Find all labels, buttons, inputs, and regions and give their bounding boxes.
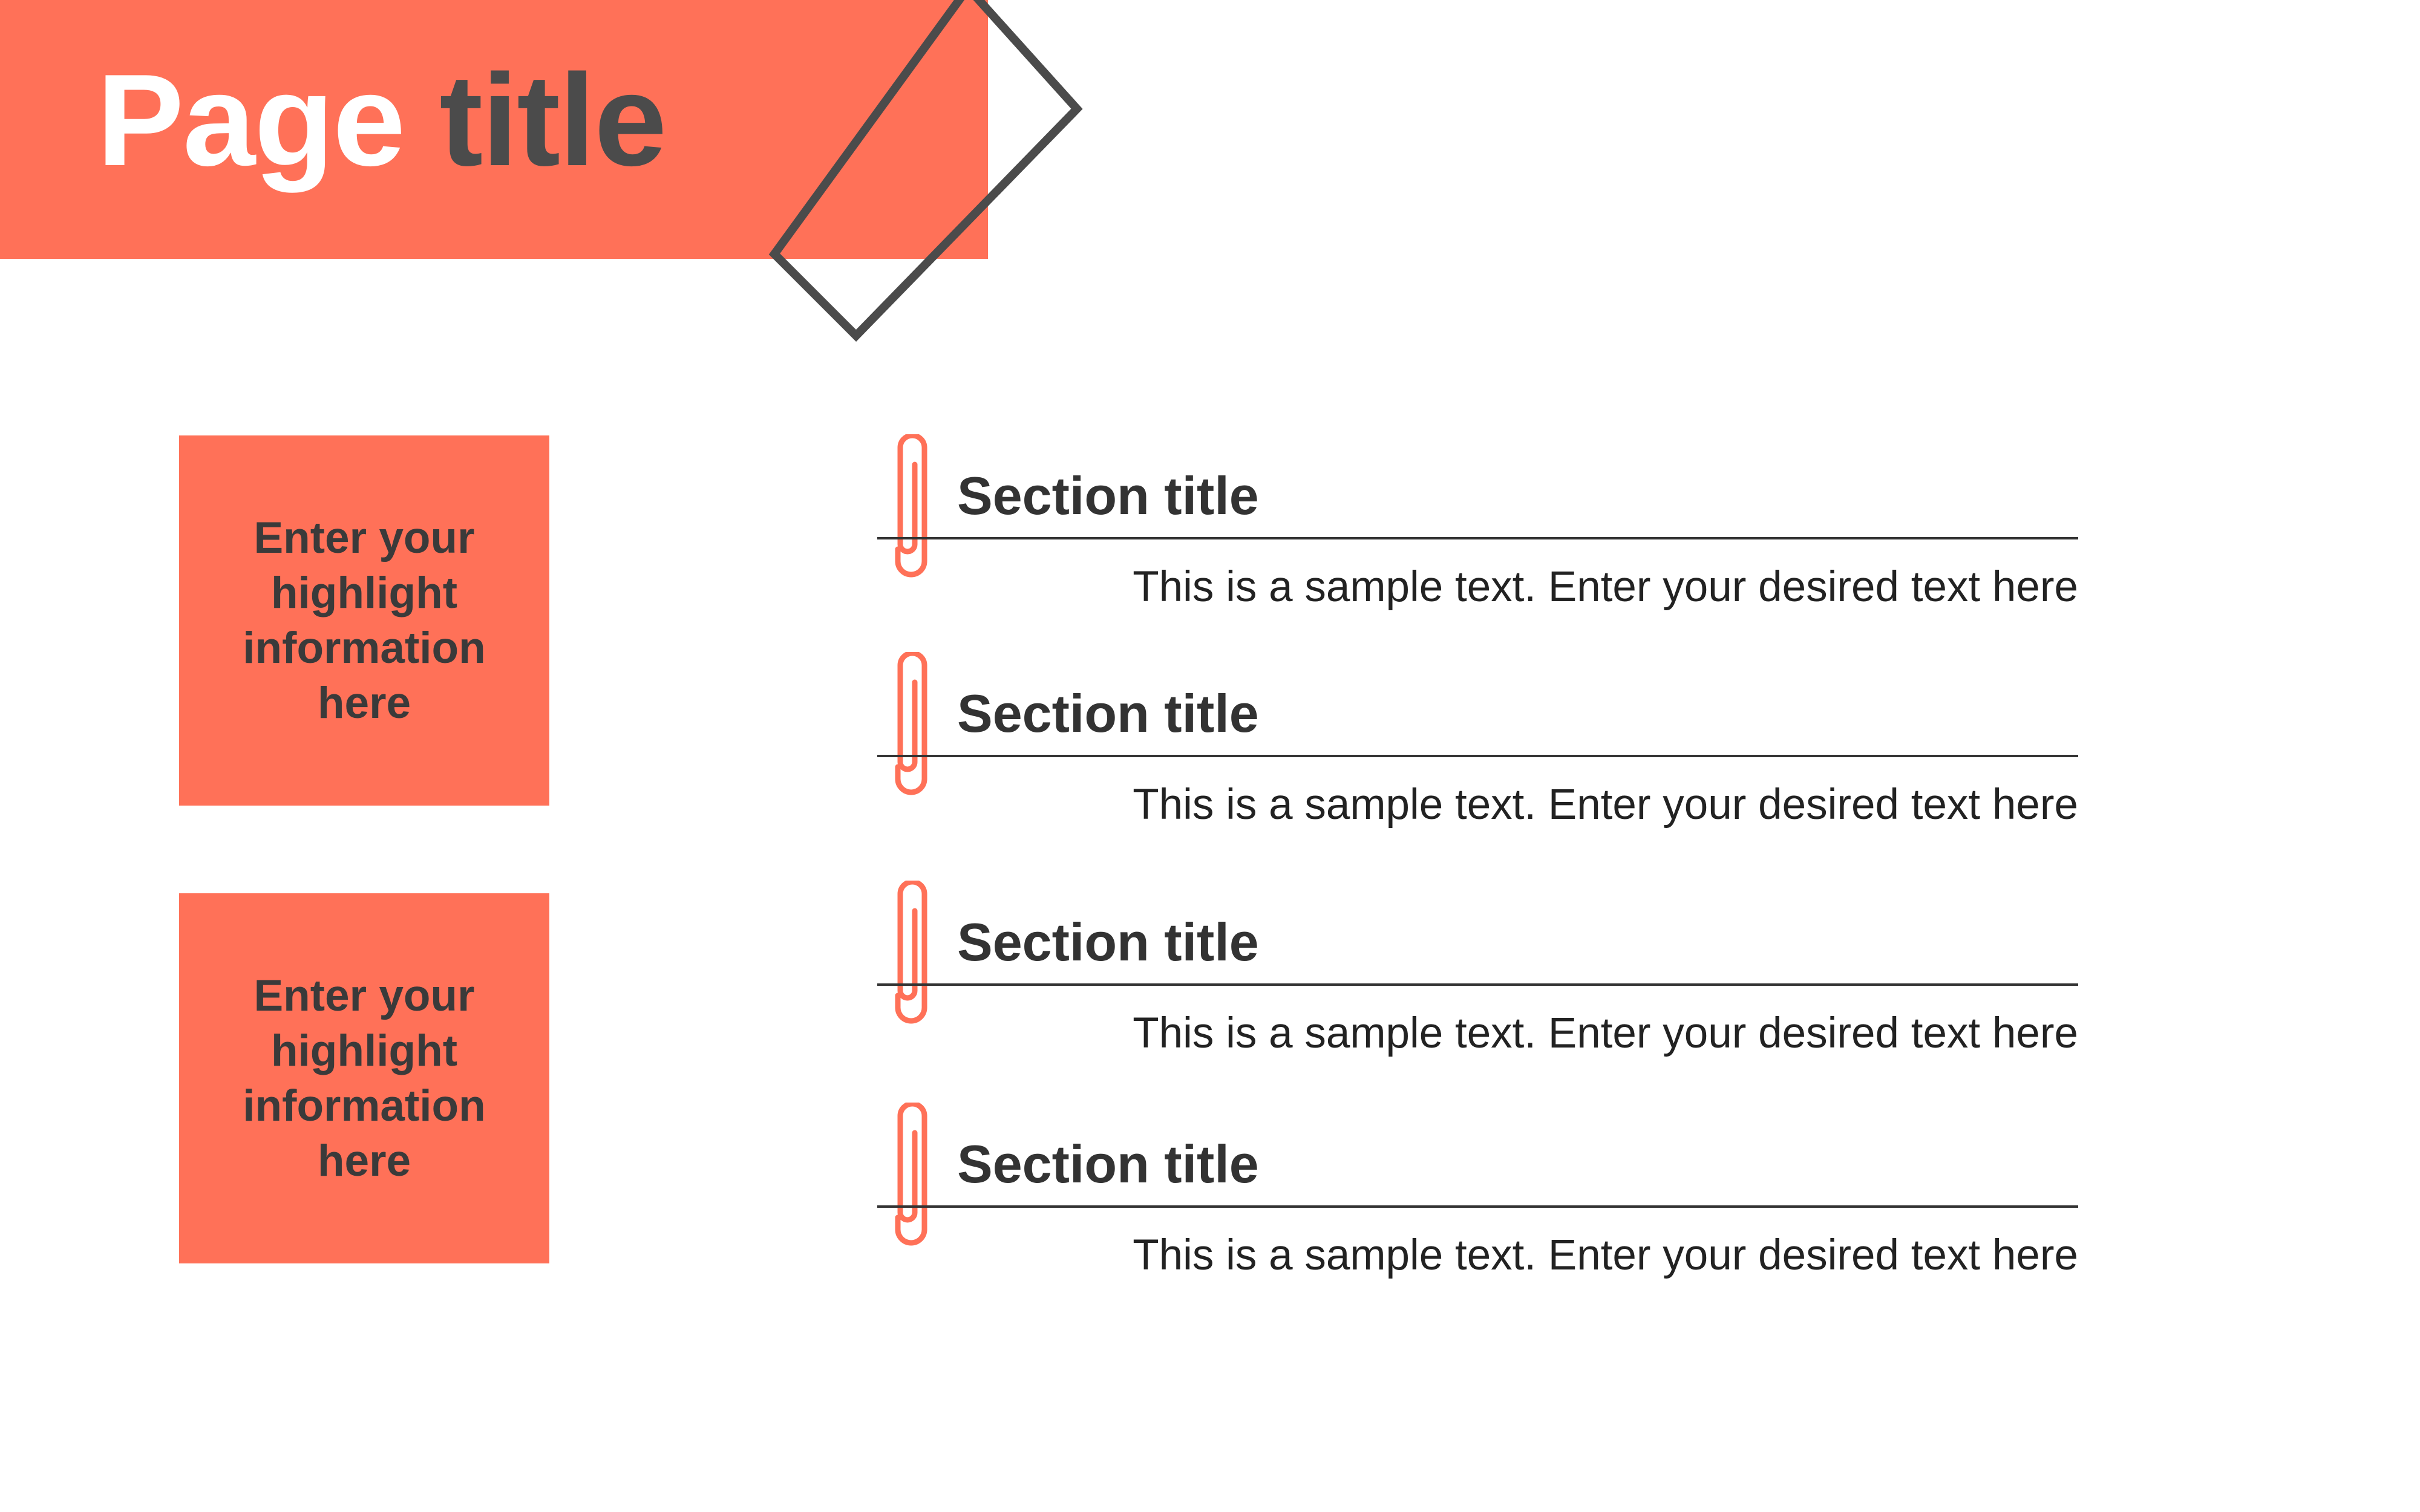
section-item-2: Section title This is a sample text. Ent…	[877, 652, 2087, 852]
section-title: Section title	[957, 912, 1259, 972]
section-text: This is a sample text. Enter your desire…	[1133, 563, 2078, 611]
paperclip-icon	[895, 1103, 927, 1246]
section-divider	[877, 1205, 2078, 1208]
section-divider	[877, 537, 2078, 539]
section-divider	[877, 755, 2078, 757]
section-divider	[877, 983, 2078, 986]
section-item-4: Section title This is a sample text. Ent…	[877, 1103, 2087, 1302]
section-item-3: Section title This is a sample text. Ent…	[877, 881, 2087, 1080]
highlight-box-2: Enter your highlight information here	[179, 893, 549, 1263]
title-banner-background	[0, 0, 988, 259]
paperclip-icon	[895, 881, 927, 1024]
diamond-outline-icon	[768, 0, 1083, 342]
page-title: Page title	[97, 47, 667, 193]
section-text: This is a sample text. Enter your desire…	[1133, 1009, 2078, 1057]
highlight-text: Enter your highlight information here	[243, 513, 486, 728]
paperclip-icon	[895, 652, 927, 795]
paperclip-icon	[895, 434, 927, 578]
section-text: This is a sample text. Enter your desire…	[1133, 781, 2078, 829]
highlight-text: Enter your highlight information here	[243, 971, 486, 1185]
section-title: Section title	[957, 683, 1259, 743]
section-item-1: Section title This is a sample text. Ent…	[877, 434, 2087, 634]
title-banner	[0, 0, 988, 259]
section-text: This is a sample text. Enter your desire…	[1133, 1231, 2078, 1279]
section-title: Section title	[957, 1134, 1259, 1194]
highlight-box-1: Enter your highlight information here	[179, 435, 549, 806]
page-title-word-2: title	[439, 47, 667, 193]
page-title-word-1: Page	[97, 47, 405, 193]
section-title: Section title	[957, 466, 1259, 526]
